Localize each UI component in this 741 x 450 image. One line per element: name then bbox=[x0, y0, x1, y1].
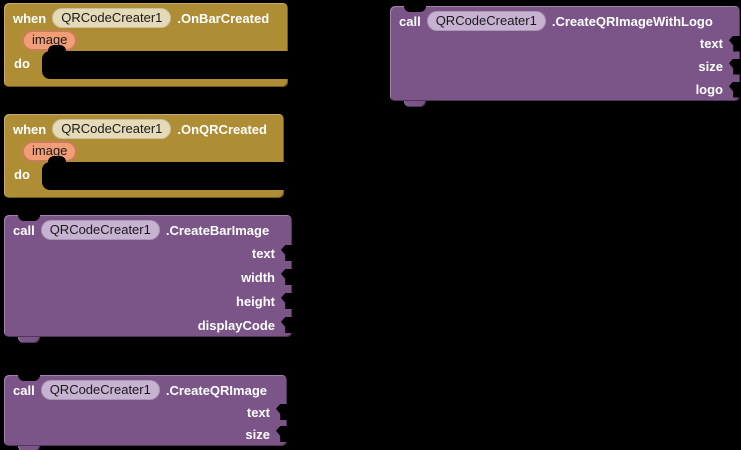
param-label: displayCode bbox=[197, 317, 275, 333]
param-label: height bbox=[236, 293, 275, 309]
param-row-size: size bbox=[4, 423, 288, 445]
param-label: width bbox=[241, 269, 275, 285]
component-dropdown[interactable]: QRCodeCreater1 bbox=[40, 380, 160, 400]
param-row-width: width bbox=[4, 265, 293, 289]
method-block-createqrimagewithlogo[interactable]: call QRCodeCreater1 .CreateQRImageWithLo… bbox=[390, 6, 741, 107]
block-header: when QRCodeCreater1 .OnQRCreated bbox=[4, 114, 284, 141]
do-statement-slot[interactable] bbox=[42, 162, 284, 190]
block-header: call QRCodeCreater1 .CreateQRImageWithLo… bbox=[390, 6, 740, 33]
value-socket[interactable] bbox=[281, 245, 293, 261]
next-connector-bump bbox=[18, 446, 40, 450]
statement-notch bbox=[48, 45, 66, 53]
event-block-onqrcreated[interactable]: when QRCodeCreater1 .OnQRCreated image d… bbox=[4, 114, 284, 198]
param-row-size: size bbox=[390, 55, 741, 78]
param-label: logo bbox=[695, 82, 723, 97]
event-block-onbarcreated[interactable]: when QRCodeCreater1 .OnBarCreated image … bbox=[4, 3, 288, 87]
component-dropdown[interactable]: QRCodeCreater1 bbox=[40, 220, 160, 240]
previous-connector-notch bbox=[18, 375, 40, 381]
param-row-text: text bbox=[4, 401, 288, 423]
call-keyword: call bbox=[399, 13, 421, 29]
value-socket[interactable] bbox=[276, 404, 288, 420]
param-label: text bbox=[251, 245, 275, 261]
param-label: text bbox=[699, 36, 723, 51]
block-header: call QRCodeCreater1 .CreateBarImage bbox=[4, 215, 292, 242]
method-name-label: .CreateQRImageWithLogo bbox=[551, 13, 713, 29]
call-keyword: call bbox=[13, 222, 35, 238]
do-keyword: do bbox=[14, 167, 30, 182]
when-keyword: when bbox=[13, 121, 47, 137]
param-row-height: height bbox=[4, 289, 293, 313]
param-label: size bbox=[245, 426, 270, 442]
param-row-logo: logo bbox=[390, 78, 741, 101]
param-label: size bbox=[698, 59, 723, 74]
event-name-label: .OnQRCreated bbox=[177, 121, 267, 137]
next-connector-bump bbox=[18, 337, 40, 343]
value-socket[interactable] bbox=[729, 58, 741, 75]
call-keyword: call bbox=[13, 382, 35, 398]
method-block-createqrimage[interactable]: call QRCodeCreater1 .CreateQRImage text … bbox=[4, 375, 288, 450]
method-name-label: .CreateQRImage bbox=[165, 382, 267, 398]
block-header: when QRCodeCreater1 .OnBarCreated bbox=[4, 3, 288, 30]
value-socket[interactable] bbox=[281, 293, 293, 309]
when-keyword: when bbox=[13, 10, 47, 26]
component-dropdown[interactable]: QRCodeCreater1 bbox=[426, 11, 546, 31]
method-block-createbarimage[interactable]: call QRCodeCreater1 .CreateBarImage text… bbox=[4, 215, 293, 343]
method-name-label: .CreateBarImage bbox=[165, 222, 270, 238]
value-socket[interactable] bbox=[729, 35, 741, 52]
param-row-text: text bbox=[4, 241, 293, 265]
previous-connector-notch bbox=[404, 6, 426, 12]
value-socket[interactable] bbox=[281, 269, 293, 285]
param-label: text bbox=[246, 404, 270, 420]
event-name-label: .OnBarCreated bbox=[177, 10, 270, 26]
do-statement-slot[interactable] bbox=[42, 51, 288, 79]
do-keyword: do bbox=[14, 56, 30, 71]
component-dropdown[interactable]: QRCodeCreater1 bbox=[52, 8, 172, 28]
value-socket[interactable] bbox=[281, 317, 293, 333]
block-header: call QRCodeCreater1 .CreateQRImage bbox=[4, 375, 287, 402]
value-socket[interactable] bbox=[276, 426, 288, 442]
statement-notch bbox=[48, 156, 66, 164]
component-dropdown[interactable]: QRCodeCreater1 bbox=[52, 119, 172, 139]
value-socket[interactable] bbox=[729, 81, 741, 98]
next-connector-bump bbox=[404, 101, 426, 107]
previous-connector-notch bbox=[18, 215, 40, 221]
param-row-text: text bbox=[390, 32, 741, 55]
param-row-displaycode: displayCode bbox=[4, 313, 293, 337]
